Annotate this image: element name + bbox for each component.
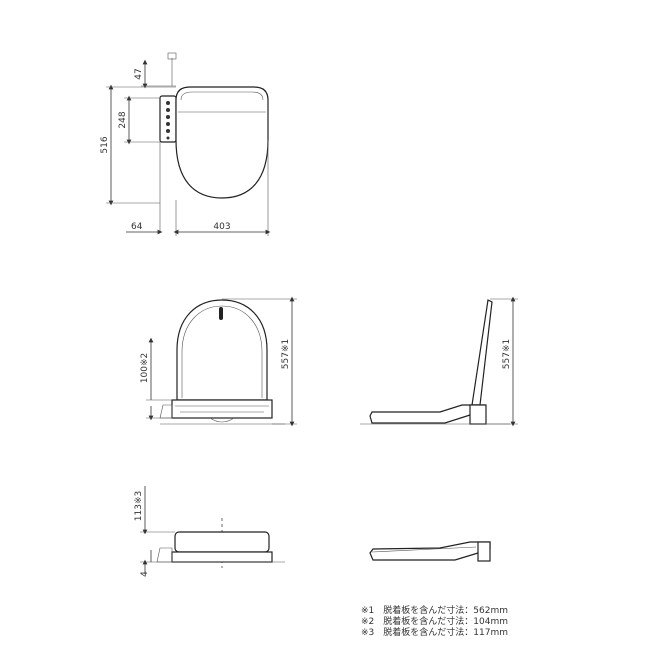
dim-557-side: 557※1 — [502, 339, 512, 369]
lid-closed — [174, 531, 270, 553]
base-unit-front — [171, 399, 273, 419]
dim-47: 47 — [134, 68, 144, 79]
lid-outline-front — [176, 299, 268, 401]
base-side — [469, 404, 487, 425]
base-closed-side — [477, 541, 491, 562]
side-panel-closed — [156, 547, 173, 563]
seat-outline-top — [175, 86, 269, 199]
lid-side — [471, 299, 493, 406]
control-buttons — [166, 101, 170, 140]
note-3: ※3 脱着板を含んだ寸法：117mm — [361, 628, 508, 638]
lid-rim — [180, 91, 264, 101]
dim-403: 403 — [213, 222, 230, 232]
lid-mark — [219, 307, 223, 320]
dim-100: 100※2 — [140, 353, 150, 383]
closed-side-view — [369, 541, 491, 562]
front-view: 100※2 557※1 — [140, 296, 297, 427]
dim-64: 64 — [131, 222, 143, 232]
top-view: 47 248 516 64 403 — [100, 52, 271, 236]
base-closed — [171, 551, 273, 563]
note-2: ※2 脱着板を含んだ寸法：104mm — [361, 617, 508, 627]
closed-front-view: 113※3 4 — [134, 486, 285, 577]
dim-4: 4 — [140, 571, 150, 577]
note-1: ※1 脱着板を含んだ寸法：562mm — [361, 606, 508, 616]
plug — [167, 52, 177, 60]
lid-inner-line — [181, 305, 263, 398]
side-view: 557※1 — [360, 296, 518, 427]
side-panel-front — [159, 404, 173, 419]
dim-248: 248 — [118, 111, 128, 128]
dim-113: 113※3 — [134, 491, 144, 521]
seat-side — [369, 404, 486, 424]
dim-557-front: 557※1 — [281, 339, 291, 369]
dim-516: 516 — [100, 136, 110, 153]
